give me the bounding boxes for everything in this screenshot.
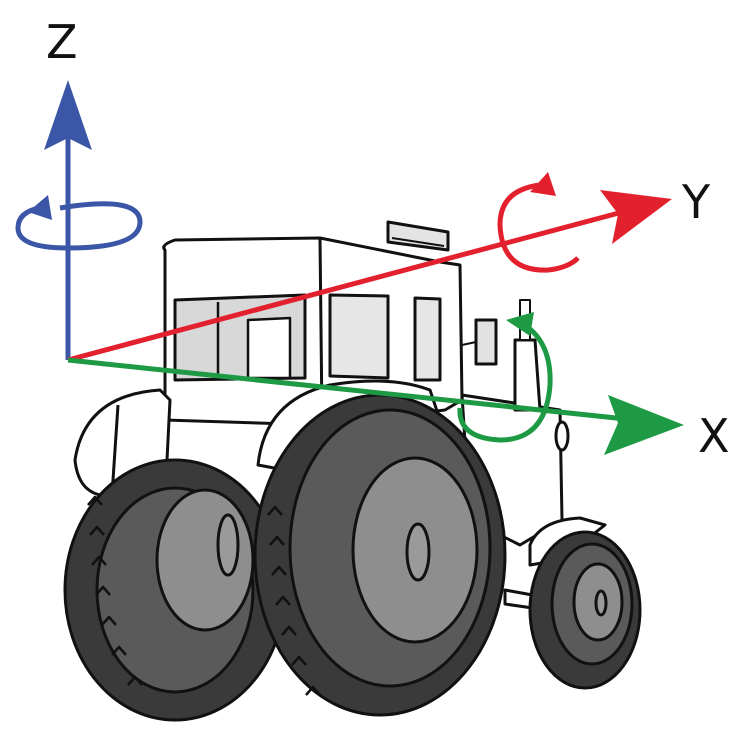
z-axis xyxy=(15,80,143,360)
x-axis xyxy=(67,312,684,455)
wheel-hub xyxy=(405,522,431,582)
side-mirror xyxy=(474,318,498,366)
y-rotation-arrow xyxy=(497,182,580,273)
x-axis-label: X xyxy=(698,409,730,463)
rear-left-rim xyxy=(155,488,255,632)
x-rotation-arrow xyxy=(457,319,553,443)
cab-window-middle xyxy=(328,293,390,380)
y-axis-arrowhead xyxy=(600,190,672,244)
tire-tread xyxy=(87,495,321,696)
tractor-illustration xyxy=(63,220,642,722)
headlight xyxy=(554,420,570,452)
z-rotation-arrow xyxy=(15,201,143,251)
cab-window-rear xyxy=(413,296,442,382)
x-axis-arrowhead xyxy=(604,395,684,455)
y-axis-label: Y xyxy=(681,175,711,229)
roof-lamp xyxy=(386,220,450,252)
exhaust-pipe xyxy=(513,338,542,412)
y-axis xyxy=(67,172,672,363)
z-axis-arrowhead xyxy=(44,80,92,150)
z-axis-label: Z xyxy=(46,15,78,69)
